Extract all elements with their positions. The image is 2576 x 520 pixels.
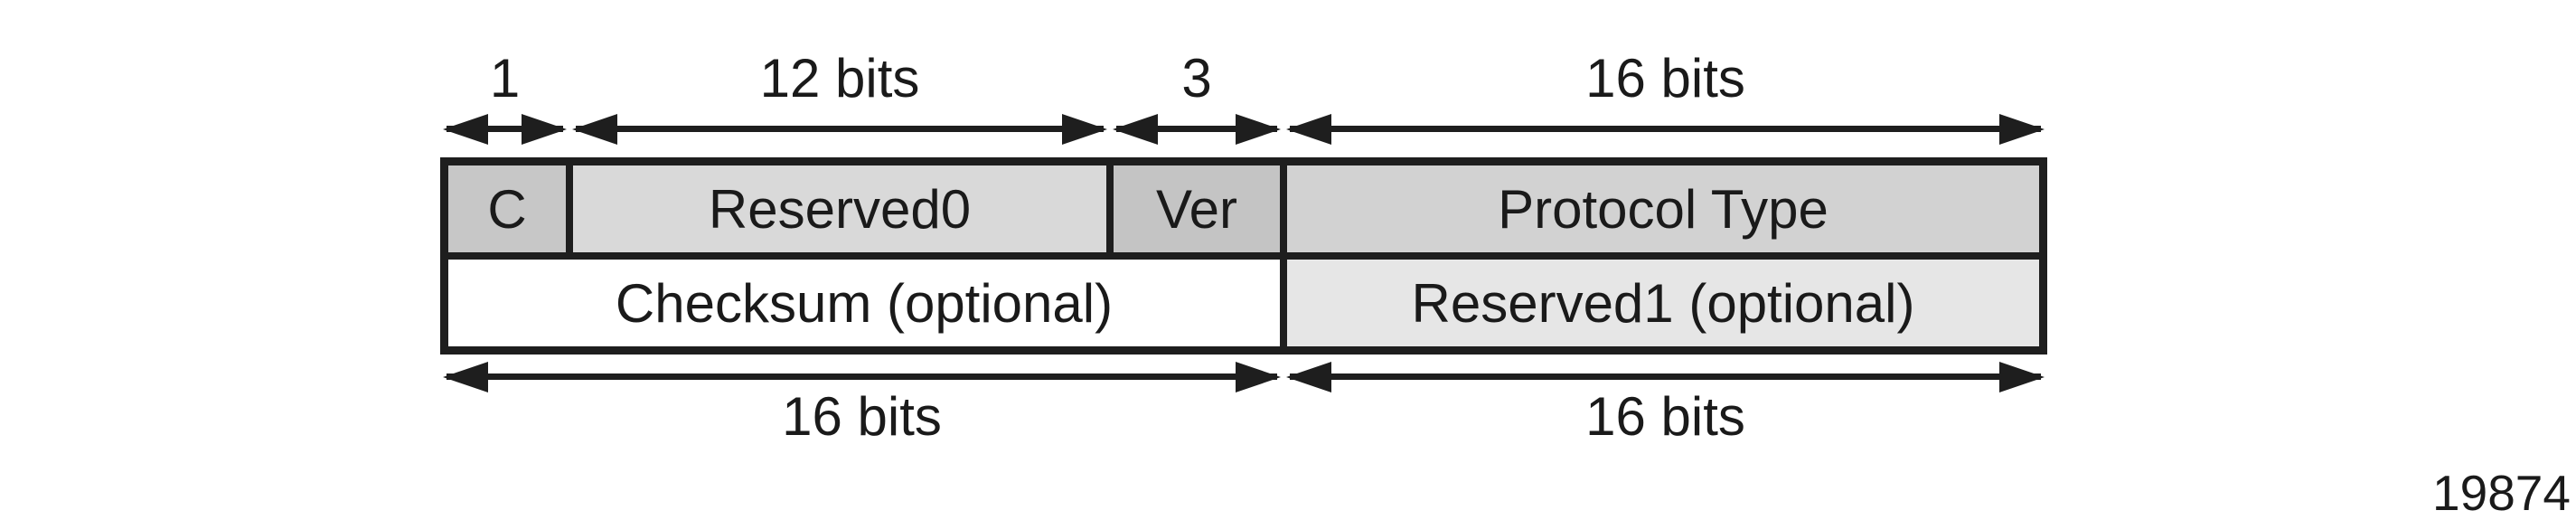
bit-width-label: 16 bits — [1585, 386, 1745, 447]
arrowhead-icon — [1999, 362, 2045, 392]
arrow-shaft — [1290, 373, 2041, 380]
arrow-shaft — [447, 373, 1277, 380]
bit-width-label: 1 — [489, 48, 521, 109]
figure-number: 19874 — [2432, 465, 2571, 520]
field-protocol-type: Protocol Type — [1287, 165, 2039, 252]
bit-width-label: 16 bits — [1585, 48, 1745, 109]
bit-width-label: 12 bits — [759, 48, 920, 109]
arrowhead-icon — [1236, 362, 1281, 392]
field-ver: Ver — [1114, 165, 1280, 252]
arrow-shaft — [1116, 126, 1277, 132]
bit-width-label: 16 bits — [782, 386, 942, 447]
dimension-arrow — [1113, 114, 1281, 145]
arrowhead-icon — [1236, 114, 1281, 145]
arrow-shaft — [447, 126, 563, 132]
dimension-arrow — [443, 362, 1281, 392]
field-reserved1: Reserved1 (optional) — [1287, 260, 2039, 346]
dimension-arrow — [1286, 114, 2045, 145]
dimension-arrow — [443, 114, 567, 145]
field-checksum: Checksum (optional) — [448, 260, 1280, 346]
dimension-arrow — [572, 114, 1107, 145]
arrow-shaft — [576, 126, 1104, 132]
bit-width-label: 3 — [1181, 48, 1212, 109]
field-c: C — [448, 165, 566, 252]
dimension-arrow — [1286, 362, 2045, 392]
arrowhead-icon — [1999, 114, 2045, 145]
arrowhead-icon — [1062, 114, 1107, 145]
field-reserved0: Reserved0 — [573, 165, 1106, 252]
arrowhead-icon — [522, 114, 567, 145]
arrow-shaft — [1290, 126, 2041, 132]
